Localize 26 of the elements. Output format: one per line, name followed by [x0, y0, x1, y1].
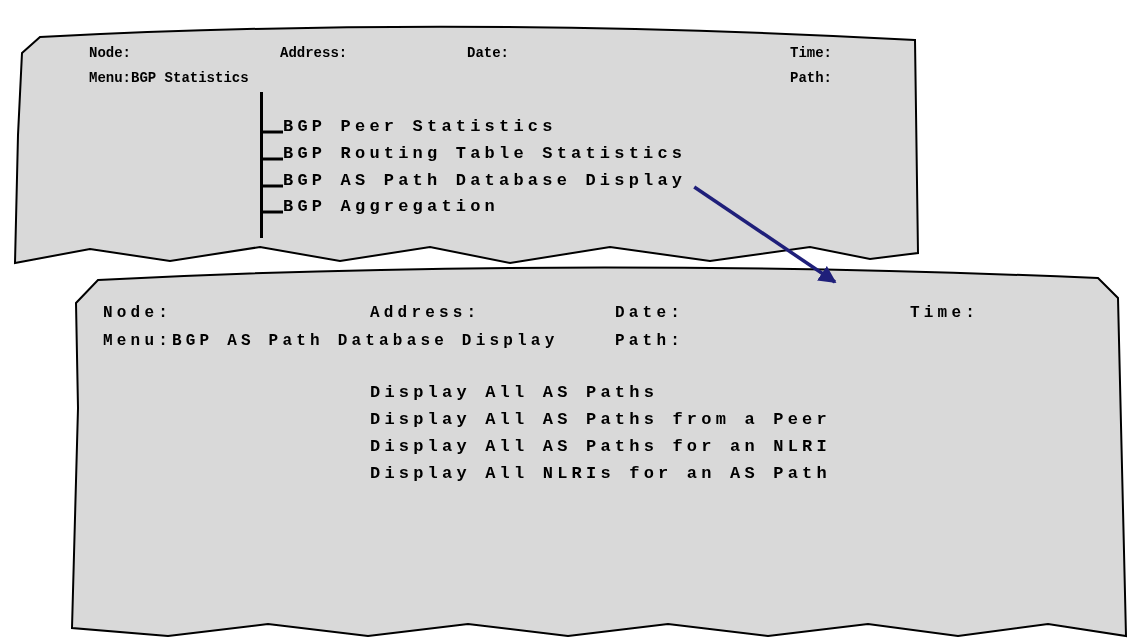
header-label: Node: [103, 304, 172, 322]
header-label: Time: [790, 44, 832, 62]
menu-tree-bar [260, 92, 263, 238]
header-label: Date: [615, 304, 684, 322]
header-label: Time: [910, 304, 979, 322]
header-label: Address: [370, 304, 481, 322]
tree-branch-line [263, 157, 283, 161]
tree-branch-line [263, 130, 283, 134]
header-label: Address: [280, 44, 348, 62]
header-label: Menu:BGP AS Path Database Display [103, 332, 559, 350]
menu-item: BGP AS Path Database Display [283, 172, 687, 190]
menu-item: Display All AS Paths from a Peer [370, 411, 831, 429]
menu-item: BGP Routing Table Statistics [283, 145, 687, 163]
menu-item: Display All AS Paths for an NLRI [370, 438, 831, 456]
arrow [693, 185, 837, 284]
menu-item: BGP Peer Statistics [283, 118, 557, 136]
tree-branch-line [263, 184, 283, 188]
header-label: Node: [89, 44, 131, 62]
header-label: Date: [467, 44, 509, 62]
header-label: Path: [790, 69, 832, 87]
menu-item: BGP Aggregation [283, 198, 500, 216]
tree-branch-line [263, 210, 283, 214]
header-label: Menu:BGP Statistics [89, 69, 249, 87]
header-label: Path: [615, 332, 684, 350]
menu-item: Display All NLRIs for an AS Path [370, 465, 831, 483]
menu-item: Display All AS Paths [370, 384, 659, 402]
